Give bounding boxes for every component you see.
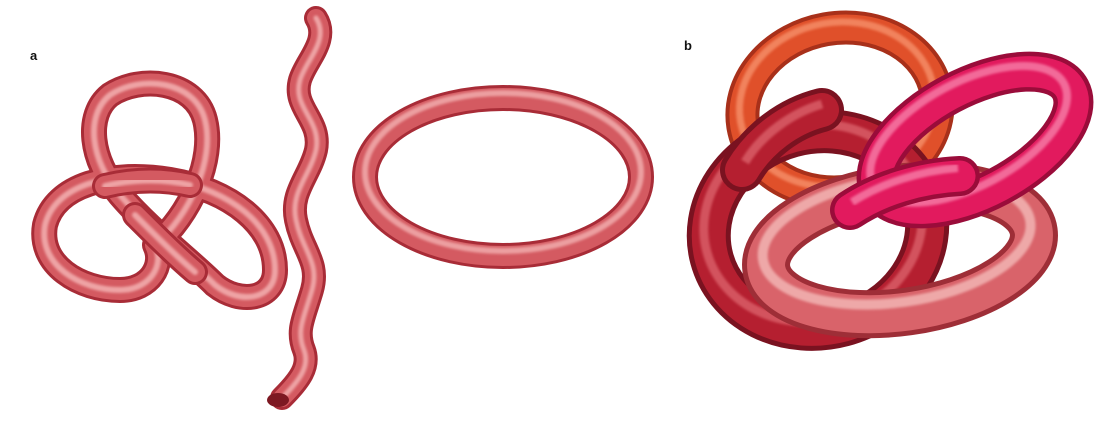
trefoil-knot (44, 84, 275, 297)
panel-b (681, 7, 1094, 353)
tube-end-opening (267, 393, 289, 407)
panel-label-b: b (684, 38, 692, 53)
panel-a (44, 18, 641, 407)
panel-label-a: a (30, 48, 37, 63)
unknot-ring (365, 93, 641, 256)
wavy-strand (267, 18, 320, 407)
